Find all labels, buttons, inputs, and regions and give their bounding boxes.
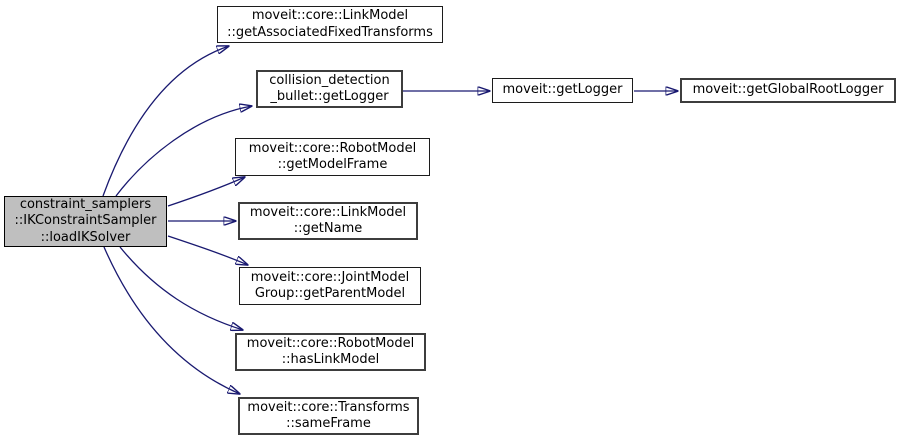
node-label-line: moveit::core::RobotModel (248, 140, 417, 156)
node-label-line: moveit::core::Transforms (247, 399, 410, 415)
node-has-link-model[interactable]: moveit::core::RobotModel ::hasLinkModel (235, 333, 426, 371)
edge-loadiksolver-to-sameframe (103, 246, 240, 394)
node-label-line: moveit::core::JointModel (250, 269, 410, 285)
node-label-line: moveit::core::LinkModel (251, 8, 409, 23)
node-label-line: moveit::getGlobalRootLogger (692, 82, 884, 98)
edge-loadiksolver-to-getmodelframe (167, 177, 245, 207)
node-get-name[interactable]: moveit::core::LinkModel ::getName (238, 202, 418, 240)
node-moveit-get-logger[interactable]: moveit::getLogger (492, 78, 633, 103)
edge-loadiksolver-to-getassociatedfixedtransforms (102, 46, 229, 197)
node-load-ik-solver[interactable]: constraint_samplers ::IKConstraintSample… (4, 196, 167, 247)
node-label-line: ::getName (293, 221, 363, 236)
node-get-model-frame[interactable]: moveit::core::RobotModel ::getModelFrame (235, 138, 430, 176)
node-label-line: ::getAssociatedFixedTransforms (227, 24, 433, 40)
node-get-associated-fixed-transforms[interactable]: moveit::core::LinkModel ::getAssociatedF… (217, 6, 443, 43)
node-label-line: moveit::core::LinkModel (249, 204, 407, 220)
edge-loadiksolver-to-collisiongetlogger (115, 106, 252, 197)
node-moveit-get-global-root-logger[interactable]: moveit::getGlobalRootLogger (680, 78, 896, 103)
node-collision-detection-bullet-get-logger[interactable]: collision_detection _bullet::getLogger (256, 70, 403, 108)
node-label-line: ::IKConstraintSampler (14, 213, 157, 229)
node-label-line: ::getModelFrame (277, 157, 388, 172)
node-label-line: ::sameFrame (286, 416, 371, 431)
node-label-line: collision_detection (269, 72, 390, 88)
edge-loadiksolver-to-getparentmodel (167, 235, 248, 265)
node-label-line: _bullet::getLogger (270, 89, 389, 104)
edge-loadiksolver-to-haslinkmodel (119, 246, 243, 330)
node-label-line: constraint_samplers (19, 196, 152, 212)
node-get-parent-model[interactable]: moveit::core::JointModel Group::getParen… (239, 267, 421, 305)
node-label-line: moveit::getLogger (502, 82, 623, 98)
node-label-line: Group::getParentModel (254, 286, 406, 301)
node-label-line: moveit::core::RobotModel (246, 335, 415, 351)
node-label-line: ::hasLinkModel (281, 352, 380, 367)
node-label-line: ::loadIKSolver (40, 229, 131, 245)
node-same-frame[interactable]: moveit::core::Transforms ::sameFrame (238, 397, 419, 435)
